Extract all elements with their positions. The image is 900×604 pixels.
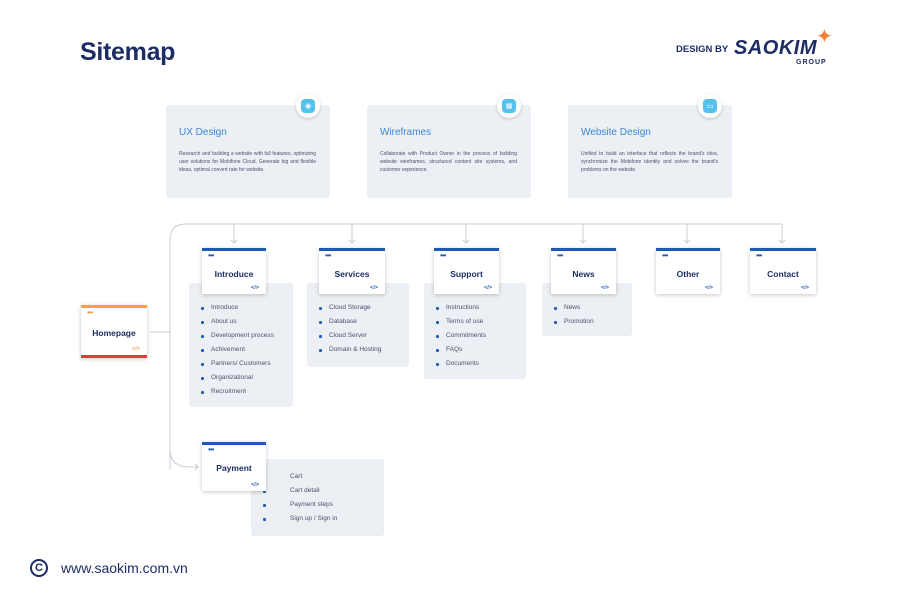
list-item[interactable]: Domain & Hosting [307, 343, 409, 357]
card-label: Other [676, 269, 700, 279]
list-item[interactable]: Payment steps [251, 498, 384, 512]
list-item[interactable]: Development process [189, 329, 293, 343]
list-item[interactable]: Commitments [424, 329, 526, 343]
card-services[interactable]: ••• Services </> [319, 248, 385, 294]
code-icon: </> [132, 346, 140, 352]
card-contact[interactable]: ••• Contact </> [750, 248, 816, 294]
list-item[interactable]: Terms of use [424, 315, 526, 329]
code-icon: </> [705, 285, 713, 291]
card-news[interactable]: ••• News </> [551, 248, 616, 294]
card-dots-icon: ••• [208, 251, 214, 260]
code-icon: </> [370, 285, 378, 291]
panel-ux-design: UX Design Research and building a websit… [166, 105, 330, 198]
card-label: Homepage [92, 328, 136, 338]
list-item[interactable]: FAQs [424, 343, 526, 357]
card-label: News [572, 269, 595, 279]
eye-icon: ◉ [296, 94, 320, 118]
list-item[interactable]: Achivement [189, 343, 293, 357]
list-item[interactable]: Introduce [189, 301, 293, 315]
panel-text: Unified to build an interface that refle… [581, 151, 718, 173]
card-dots-icon: ••• [557, 251, 563, 260]
panel-wireframes: Wireframes Collaborate with Product Owne… [367, 105, 531, 198]
list-item[interactable]: Documents [424, 357, 526, 371]
brand-prefix: DESIGN BY [676, 44, 729, 55]
panel-website-design: Website Design Unified to build an inter… [568, 105, 732, 198]
list-item[interactable]: Sign up / Sign in [251, 512, 384, 526]
list-item[interactable]: Promotion [542, 315, 632, 329]
panel-text: Collaborate with Product Owner in the pr… [380, 151, 517, 173]
brand-group: GROUP [796, 59, 827, 66]
browser-icon: ▭ [698, 94, 722, 118]
card-support[interactable]: ••• Support </> [434, 248, 499, 294]
star-icon: ✦ [816, 26, 833, 48]
list-item[interactable]: Organizational [189, 371, 293, 385]
panel-title: Wireframes [380, 127, 432, 138]
card-dots-icon: ••• [440, 251, 446, 260]
brand-name: SAOKIM [734, 37, 817, 59]
list-item[interactable]: Cloud Storage [307, 301, 409, 315]
list-item[interactable]: Cloud Server [307, 329, 409, 343]
list-item[interactable]: Database [307, 315, 409, 329]
code-icon: </> [484, 285, 492, 291]
card-dots-icon: ••• [87, 308, 93, 317]
brand-logo: DESIGN BY SAOKIM GROUP ✦ [668, 26, 868, 72]
panel-title: UX Design [179, 127, 227, 138]
card-introduce[interactable]: ••• Introduce </> [202, 248, 266, 294]
list-item[interactable]: About us [189, 315, 293, 329]
card-label: Support [450, 269, 483, 279]
footer: C www.saokim.com.vn [30, 556, 188, 580]
list-introduce: Introduce About us Development process A… [189, 283, 293, 407]
code-icon: </> [251, 285, 259, 291]
card-homepage[interactable]: ••• Homepage </> [81, 305, 147, 358]
copyright-icon: C [30, 559, 48, 577]
connector-payment [169, 449, 198, 468]
card-label: Introduce [214, 269, 254, 279]
code-icon: </> [801, 285, 809, 291]
card-dots-icon: ••• [662, 251, 668, 260]
card-label: Services [334, 269, 370, 279]
code-icon: </> [601, 285, 609, 291]
panel-text: Research and building a website with ful… [179, 151, 316, 173]
list-services: Cloud Storage Database Cloud Server Doma… [307, 283, 409, 367]
connector-trunk [169, 223, 782, 470]
list-item[interactable]: Instructions [424, 301, 526, 315]
card-dots-icon: ••• [208, 445, 214, 454]
card-label: Payment [216, 463, 252, 473]
list-item[interactable]: Recruitment [189, 385, 293, 399]
card-other[interactable]: ••• Other </> [656, 248, 720, 294]
page-title: Sitemap [80, 38, 176, 66]
list-payment: Cart Cart detail Payment steps Sign up /… [251, 459, 384, 536]
list-item[interactable]: Cart detail [251, 484, 384, 498]
list-item[interactable]: News [542, 301, 632, 315]
list-support: Instructions Terms of use Commitments FA… [424, 283, 526, 379]
card-label: Contact [767, 269, 799, 279]
list-item[interactable]: Cart [251, 470, 384, 484]
card-dots-icon: ••• [756, 251, 762, 260]
footer-url[interactable]: www.saokim.com.vn [61, 560, 188, 576]
code-icon: </> [251, 482, 259, 488]
panel-title: Website Design [581, 127, 651, 138]
list-item[interactable]: Partners/ Customers [189, 357, 293, 371]
layout-icon: ▦ [497, 94, 521, 118]
card-payment[interactable]: ••• Payment </> [202, 442, 266, 491]
card-dots-icon: ••• [325, 251, 331, 260]
